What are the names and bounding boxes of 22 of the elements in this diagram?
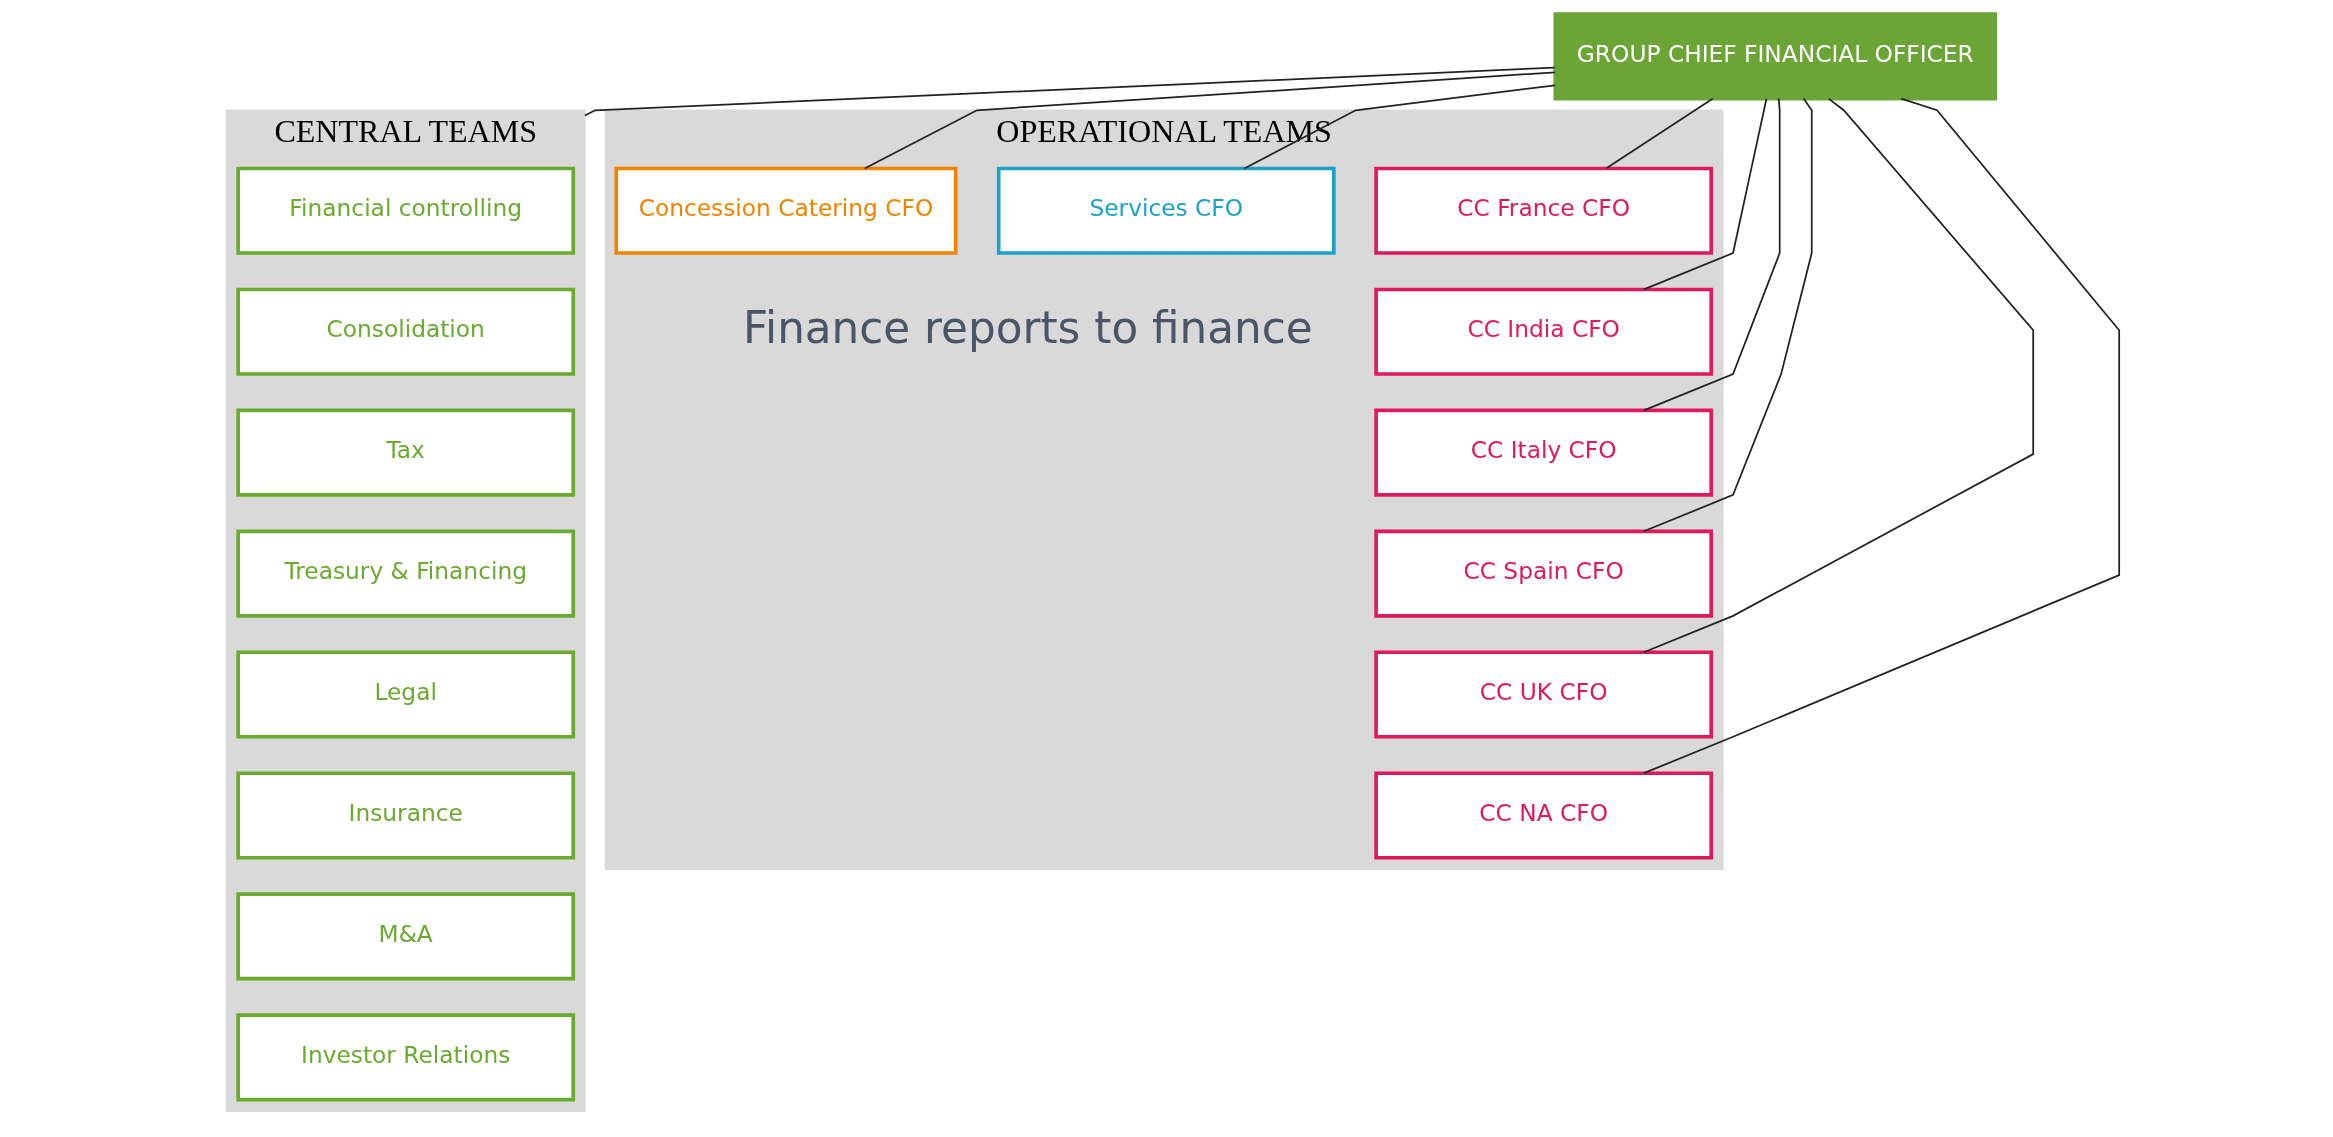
node-box: Legal [235,650,575,739]
connector [1243,84,1556,170]
node-box: CC NA CFO [1373,771,1713,860]
node-box: Services CFO [996,166,1336,255]
node-box: Treasury & Financing [235,529,575,618]
node-box: Consolidation [235,287,575,376]
node-box: GROUP CHIEF FINANCIAL OFFICER [1553,12,1997,101]
node-box: CC Spain CFO [1373,529,1713,618]
node-box: CC UK CFO [1373,650,1713,739]
node-box: CC France CFO [1373,166,1713,255]
node-box: Tax [235,408,575,497]
label: Finance reports to finance [742,301,1313,353]
node-box: Financial controlling [235,166,575,255]
node-box: Investor Relations [235,1013,575,1102]
connector [863,71,1556,170]
connector [1605,97,1713,170]
node-box: M&A [235,892,575,981]
node-box: Concession Catering CFO [613,166,958,255]
node-box: CC Italy CFO [1373,408,1713,497]
node-box: Insurance [235,771,575,860]
node-box: CC India CFO [1373,287,1713,376]
connector [583,66,1556,117]
